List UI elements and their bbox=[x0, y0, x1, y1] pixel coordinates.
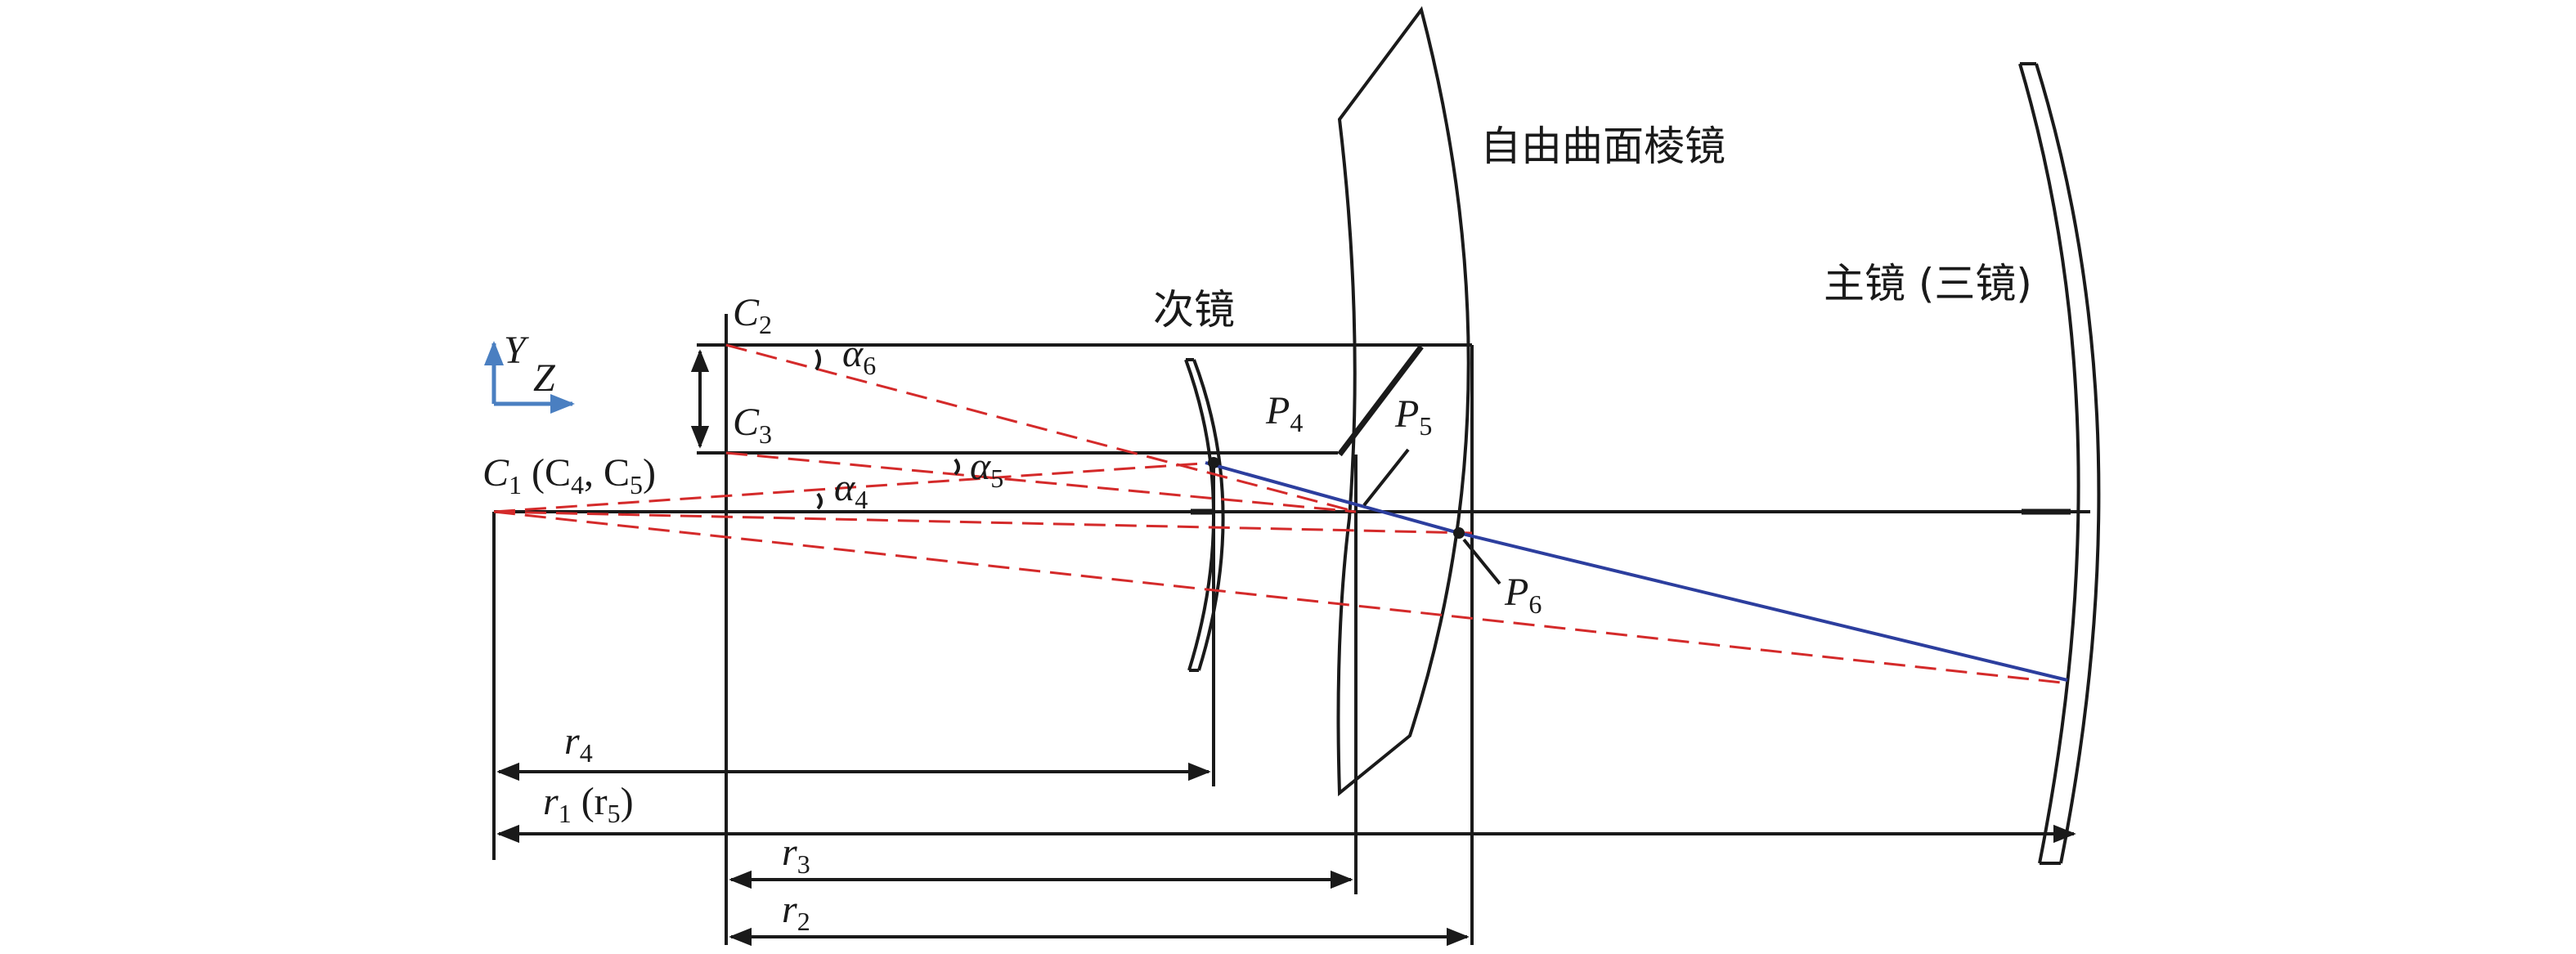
label-a5: α5 bbox=[970, 445, 1003, 493]
z-axis-label: Z bbox=[533, 356, 556, 400]
prism-label: 自由曲面棱镜 bbox=[1480, 123, 1726, 170]
key-points bbox=[1208, 448, 1501, 585]
ray-c1-p4 bbox=[493, 461, 1214, 513]
secondary-mirror bbox=[1184, 358, 1225, 672]
label-p6: P6 bbox=[1504, 571, 1542, 619]
primary-mirror-label: 主镜 (三镜) bbox=[1824, 260, 2032, 307]
angle-arc-a5 bbox=[954, 458, 960, 476]
chief-ray bbox=[1205, 461, 2068, 682]
y-axis-label: Y bbox=[504, 329, 529, 372]
angle-arc-a6 bbox=[815, 348, 821, 371]
ray-c1-primary bbox=[493, 510, 2070, 685]
freeform-prism bbox=[1336, 6, 1470, 797]
point-p6-dot bbox=[1453, 527, 1465, 539]
ray-c2-p5 bbox=[725, 343, 1357, 513]
label-r1: r1 (r5) bbox=[543, 780, 634, 828]
label-a4: α4 bbox=[834, 466, 868, 514]
dimension-lines bbox=[496, 762, 2076, 947]
ray-c1-p6 bbox=[493, 510, 1473, 535]
label-c1: C1 (C4, C5) bbox=[482, 451, 656, 499]
coordinate-axes-indicator: Y Z bbox=[484, 329, 575, 414]
ray-c3-p5 bbox=[725, 451, 1357, 513]
point-p4-dot bbox=[1208, 457, 1219, 468]
label-r2: r2 bbox=[782, 888, 810, 936]
angle-arcs bbox=[815, 348, 960, 510]
primary-mirror bbox=[2018, 62, 2101, 865]
label-r3: r3 bbox=[782, 831, 810, 879]
label-p4: P4 bbox=[1265, 389, 1303, 437]
label-c2: C2 bbox=[733, 291, 772, 339]
label-r4: r4 bbox=[564, 719, 593, 768]
secondary-mirror-label: 次镜 bbox=[1153, 286, 1235, 334]
label-p5: P5 bbox=[1394, 392, 1432, 441]
angle-arc-a4 bbox=[816, 492, 823, 510]
p6-leader-line bbox=[1462, 538, 1501, 585]
p5-leader-line bbox=[1362, 448, 1410, 507]
label-a6: α6 bbox=[842, 332, 876, 380]
dashed-construction-rays bbox=[493, 343, 2070, 685]
label-c3: C3 bbox=[733, 401, 772, 449]
